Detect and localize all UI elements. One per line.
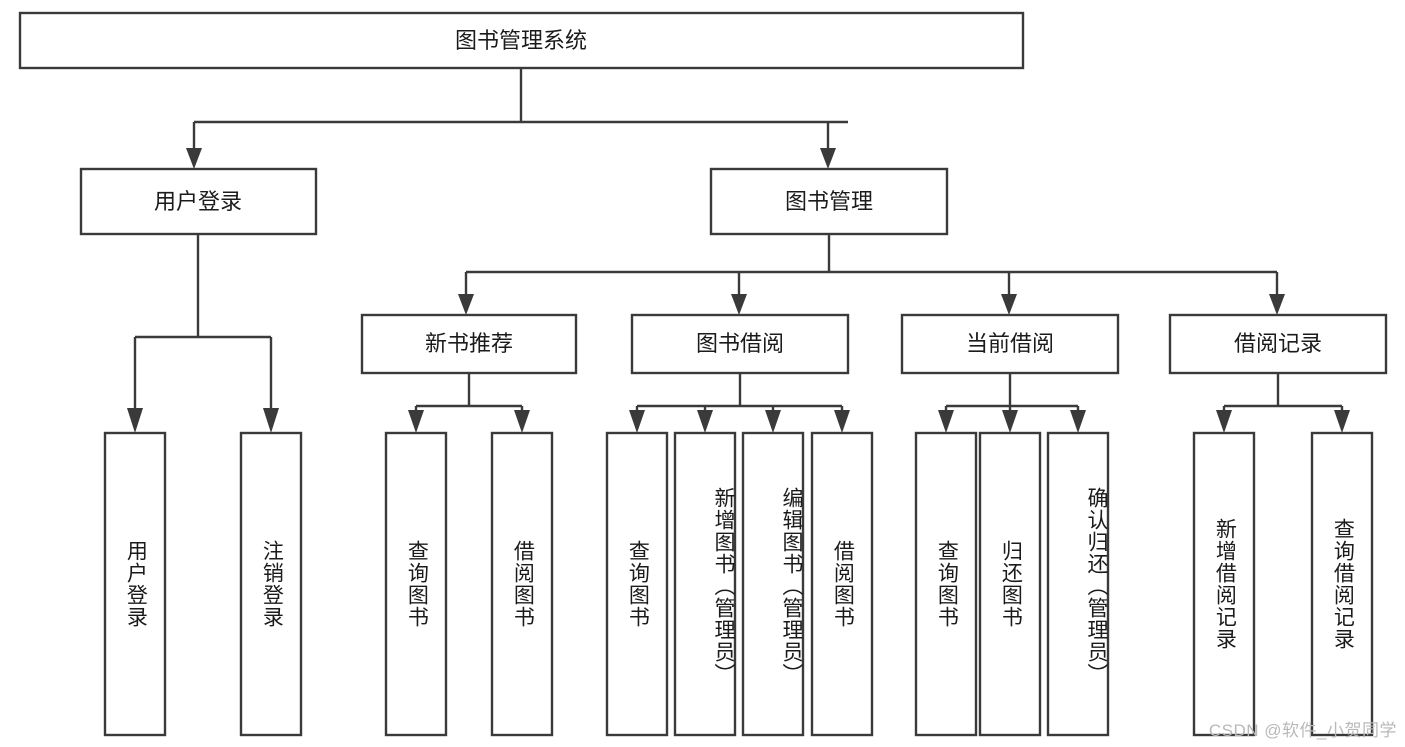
arrowhead-user-login <box>186 148 202 169</box>
arrowhead-cb-leaf1 <box>938 410 954 433</box>
node-current-borrow-label: 当前借阅 <box>966 331 1054 356</box>
node-root-box[interactable] <box>18 11 1025 70</box>
arrowhead-book-borrow <box>731 294 747 315</box>
arrowhead-current-borrow <box>1001 294 1017 315</box>
node-book-management-label: 图书管理 <box>785 189 873 214</box>
node-root-label: 图书管理系统 <box>455 28 587 53</box>
leaf-box-cb-return-book[interactable] <box>978 431 1042 737</box>
leaf-box-bb-add-book[interactable] <box>673 431 737 737</box>
arrowhead-borrow-records <box>1269 294 1285 315</box>
node-book-management-box[interactable] <box>709 167 949 236</box>
connectors-current-borrow-to-leaves <box>938 373 1086 433</box>
leaf-box-br-query-record[interactable] <box>1310 431 1374 737</box>
node-borrow-records-label: 借阅记录 <box>1234 331 1322 356</box>
arrowhead-book-mgmt <box>820 148 836 169</box>
leaf-box-bb-edit-book[interactable] <box>741 431 805 737</box>
connectors-user-login-to-leaves <box>127 234 279 433</box>
arrowhead-bb-leaf3 <box>765 410 781 433</box>
arrowhead-leaf-logout <box>263 408 279 433</box>
arrowhead-br-leaf1 <box>1216 410 1232 433</box>
node-new-book-recommend-label: 新书推荐 <box>425 331 513 356</box>
arrowhead-bb-leaf4 <box>834 410 850 433</box>
connectors-borrow-records-to-leaves <box>1216 373 1350 433</box>
leaf-box-bb-query-books[interactable] <box>605 431 669 737</box>
node-book-borrow-box[interactable] <box>630 313 850 375</box>
arrowhead-new-book-recommend <box>458 294 474 315</box>
leaf-box-user-login[interactable] <box>103 431 167 737</box>
leaf-box-bb-borrow-book[interactable] <box>810 431 874 737</box>
leaf-box-nbr-borrow-books[interactable] <box>490 431 554 737</box>
node-borrow-records-box[interactable] <box>1168 313 1388 375</box>
connectors-root-to-level1 <box>186 68 848 169</box>
arrowhead-cb-leaf3 <box>1070 410 1086 433</box>
node-current-borrow-box[interactable] <box>900 313 1120 375</box>
leaf-box-br-add-record[interactable] <box>1192 431 1256 737</box>
arrowhead-br-leaf2 <box>1334 410 1350 433</box>
leaf-box-cb-query-books[interactable] <box>914 431 978 737</box>
node-user-login-label: 用户登录 <box>154 189 242 214</box>
arrowhead-cb-leaf2 <box>1002 410 1018 433</box>
leaf-box-cb-confirm-return[interactable] <box>1046 431 1110 737</box>
arrowhead-leaf-user-login <box>127 408 143 433</box>
arrowhead-nbr-leaf1 <box>408 410 424 433</box>
watermark-text: CSDN @软件_小贺同学 <box>1208 721 1397 740</box>
arrowhead-nbr-leaf2 <box>514 410 530 433</box>
arrowhead-bb-leaf2 <box>697 410 713 433</box>
node-book-borrow-label: 图书借阅 <box>696 331 784 356</box>
leaf-box-logout[interactable] <box>239 431 303 737</box>
leaf-box-nbr-query-books[interactable] <box>384 431 448 737</box>
connectors-book-borrow-to-leaves <box>629 373 850 433</box>
arrowhead-bb-leaf1 <box>629 410 645 433</box>
node-user-login-box[interactable] <box>79 167 318 236</box>
node-new-book-recommend-box[interactable] <box>360 313 578 375</box>
connectors-new-book-recommend-to-leaves <box>408 373 530 433</box>
connectors-book-mgmt-to-level2 <box>458 234 1285 315</box>
